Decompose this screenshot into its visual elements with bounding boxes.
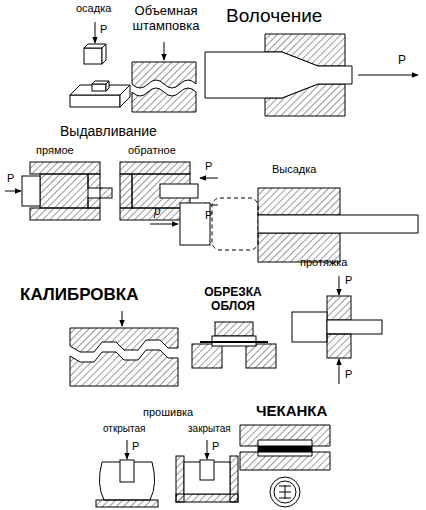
force-label: P bbox=[132, 440, 139, 453]
force-label: P bbox=[100, 23, 107, 36]
process-label: прошивка bbox=[143, 406, 193, 419]
process-title: ЧЕКАНКА bbox=[256, 402, 327, 419]
force-label: P bbox=[205, 160, 212, 173]
force-label: P bbox=[7, 172, 14, 185]
process-label: ОБРЕЗКА ОБЛОЯ bbox=[188, 286, 278, 314]
process-label: Выдавливание bbox=[60, 123, 157, 139]
force-label: P bbox=[205, 209, 212, 222]
variant-label: обратное bbox=[128, 144, 176, 157]
force-label: P bbox=[345, 368, 352, 381]
process-label: Высадка bbox=[272, 163, 316, 176]
force-label: P bbox=[212, 440, 219, 453]
force-label: P bbox=[398, 54, 406, 68]
process-label: осадка bbox=[76, 2, 111, 15]
force-label: P bbox=[345, 274, 352, 287]
process-title: КАЛИБРОВКА bbox=[20, 285, 139, 305]
variant-label: закрытая bbox=[188, 423, 231, 435]
force-label: p bbox=[154, 205, 161, 219]
variant-label: прямое bbox=[36, 144, 74, 157]
variant-label: открытая bbox=[103, 423, 146, 435]
process-label: Объемная штамповка bbox=[124, 4, 208, 34]
process-label: протяжка bbox=[300, 256, 347, 269]
process-title: Волочение bbox=[226, 5, 322, 27]
